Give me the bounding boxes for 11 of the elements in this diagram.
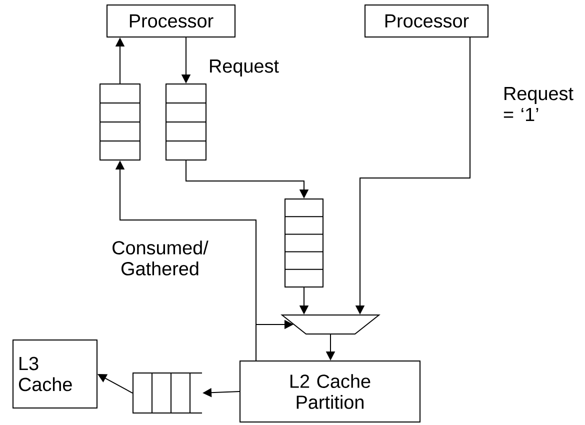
- queue-drawing: [100, 84, 140, 160]
- edge-label: Request = ‘1’: [504, 87, 574, 121]
- processor-box: Processor: [364, 4, 488, 38]
- queue-drawing: [132, 372, 202, 414]
- queue-drawing: [284, 198, 324, 288]
- queue-drawing: [166, 84, 206, 160]
- processor-box: Processor: [106, 4, 236, 38]
- cache-box: L2 Cache Partition: [240, 360, 420, 422]
- edge-label: Consumed/ Gathered: [112, 240, 208, 276]
- edge-label: Request: [210, 60, 279, 76]
- cache-box: L3 Cache: [12, 340, 98, 408]
